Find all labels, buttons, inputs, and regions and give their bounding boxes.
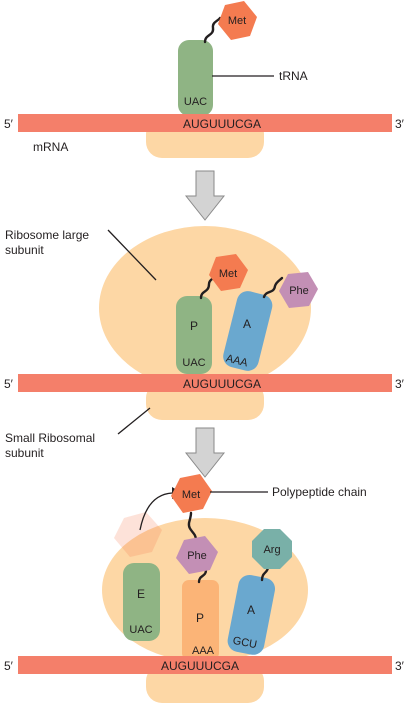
phe-label: Phe — [289, 285, 309, 297]
three-prime-label: 3′ — [395, 117, 405, 131]
p-site-trna — [176, 296, 212, 374]
small-subunit-label-line1: Small Ribosomal — [5, 431, 95, 445]
mrna-label: mRNA — [33, 140, 68, 154]
trna-met-bond — [203, 16, 222, 44]
three-prime-label: 3′ — [395, 659, 405, 673]
mrna-strand — [18, 374, 392, 392]
met-label: Met — [219, 268, 237, 280]
met-label: Met — [182, 489, 200, 501]
p-site-label: P — [196, 611, 204, 625]
a-trna-phe-bond — [262, 276, 284, 299]
five-prime-label: 5′ — [4, 659, 14, 673]
phe-met-bond — [187, 511, 198, 542]
mrna-strand — [18, 114, 392, 132]
phe-amino-acid — [176, 536, 218, 574]
p-site-anticodon: UAC — [182, 357, 205, 369]
polypeptide-label: Polypeptide chain — [272, 485, 367, 499]
five-prime-label: 5′ — [4, 117, 14, 131]
peptide-transfer-arrow — [139, 492, 173, 531]
met-label: Met — [228, 15, 246, 27]
trna-anticodon: UAC — [184, 96, 207, 108]
large-subunit-leader — [107, 229, 157, 281]
released-amino-acid-ghost — [114, 512, 162, 557]
a-site-trna — [227, 574, 276, 655]
three-prime-label: 3′ — [395, 377, 405, 391]
panel-elongation: Ribosome large subunit P UAC A AAA Met P… — [4, 226, 405, 460]
p-site-anticodon: AAA — [192, 645, 215, 657]
small-subunit-label-line2: subunit — [5, 446, 44, 460]
e-site-label: E — [137, 587, 145, 601]
phe-amino-acid — [279, 272, 318, 308]
mrna-strand — [18, 656, 392, 674]
mrna-sequence: AUGUUUCGA — [161, 659, 239, 673]
a-site-label: A — [247, 603, 255, 617]
mrna-sequence: AUGUUUCGA — [183, 117, 261, 131]
large-subunit-label-line1: Ribosome large — [5, 228, 89, 242]
small-subunit-shape — [146, 665, 264, 703]
trna-body — [178, 40, 213, 116]
a-site-label: A — [243, 317, 251, 331]
a-site-anticodon: GCU — [232, 635, 258, 651]
small-subunit-leader — [117, 407, 151, 435]
p-site-label: P — [190, 319, 198, 333]
panel-translocation: E UAC P AAA A GCU Met Polypeptide chain … — [4, 474, 405, 703]
arg-label: Arg — [263, 544, 280, 556]
panel-initiation: UAC Met tRNA 5′ 3′ AUGUUUCGA mRNA — [4, 1, 405, 158]
mrna-sequence: AUGUUUCGA — [183, 377, 261, 391]
met-amino-acid — [218, 1, 257, 40]
e-site-trna — [123, 563, 160, 641]
arg-amino-acid — [252, 529, 292, 569]
large-subunit-label-line2: subunit — [5, 243, 44, 257]
step-arrow-1 — [184, 170, 226, 221]
phe-label: Phe — [187, 550, 207, 562]
trna-label: tRNA — [279, 69, 308, 83]
e-site-anticodon: UAC — [129, 624, 152, 636]
step-arrow-2 — [184, 427, 226, 478]
a-site-trna — [223, 291, 273, 371]
met-amino-acid — [171, 474, 212, 513]
met-amino-acid — [209, 254, 248, 291]
five-prime-label: 5′ — [4, 377, 14, 391]
a-site-anticodon: AAA — [225, 352, 250, 369]
p-site-trna — [182, 580, 219, 660]
